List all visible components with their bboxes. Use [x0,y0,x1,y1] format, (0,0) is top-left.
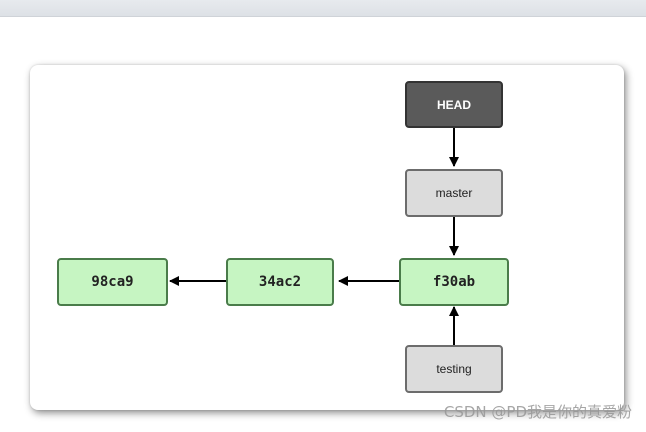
head-pointer: HEAD [405,81,503,128]
commit-f30ab-label: f30ab [432,274,476,290]
branch-testing-label: testing [436,362,472,376]
commit-34ac2-label: 34ac2 [258,274,302,290]
diagram-canvas [30,65,624,410]
commit-f30ab: f30ab [399,258,509,306]
branch-master-label: master [435,186,473,200]
commit-98ca9-label: 98ca9 [91,274,134,290]
top-strip [0,0,646,17]
commit-34ac2: 34ac2 [226,258,334,306]
watermark-text: CSDN @PD我是你的真爱粉 [443,403,632,421]
commit-98ca9: 98ca9 [57,258,168,306]
head-label: HEAD [436,97,471,112]
branch-master: master [405,169,503,217]
branch-testing: testing [405,345,503,393]
